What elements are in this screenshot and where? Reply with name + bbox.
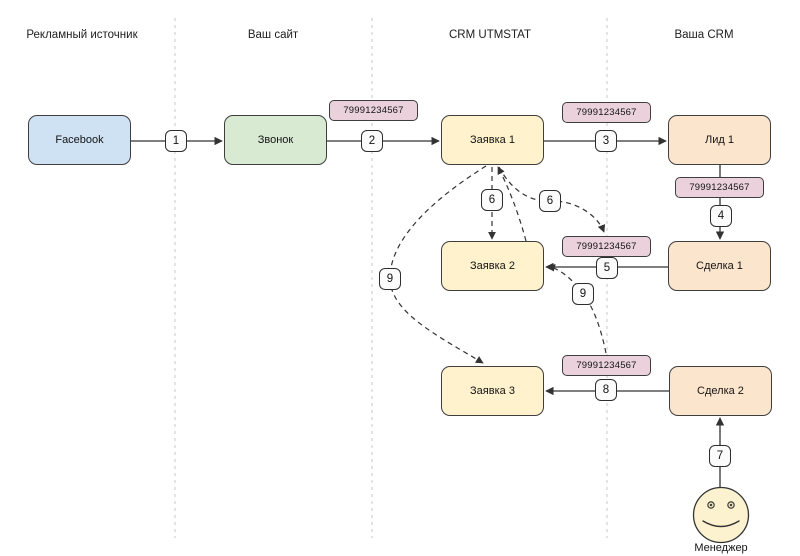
column-header-ad-source: Рекламный источник	[26, 29, 138, 41]
step-badge-9b: 9	[572, 283, 594, 305]
step-badge-6b: 6	[539, 190, 561, 212]
manager-label: Менеджер	[694, 542, 748, 554]
flow-node-lead1: Лид 1	[668, 115, 771, 165]
step-badge-1: 1	[165, 130, 187, 152]
column-header-crm-utmstat: CRM UTMSTAT	[449, 29, 531, 41]
edge-phone8-request2-dashed	[547, 264, 607, 354]
edge-request1-request3-dashed	[389, 165, 487, 364]
flow-node-request1: Заявка 1	[441, 115, 544, 165]
manager-smiley-icon	[692, 486, 750, 544]
flow-node-request2: Заявка 2	[441, 241, 544, 291]
phone-badge-step8: 79991234567	[562, 355, 651, 376]
step-badge-2: 2	[361, 130, 383, 152]
phone-badge-step3: 79991234567	[562, 102, 651, 123]
step-badge-6a: 6	[481, 189, 503, 211]
phone-badge-step2: 79991234567	[329, 100, 418, 121]
column-header-your-site: Ваш сайт	[247, 29, 299, 41]
flow-node-deal2: Сделка 2	[669, 366, 772, 416]
phone-badge-step5: 79991234567	[562, 236, 651, 257]
step-badge-3: 3	[595, 130, 617, 152]
flow-node-facebook: Facebook	[28, 115, 131, 165]
flow-node-call: Звонок	[224, 115, 327, 165]
step-badge-5: 5	[596, 257, 618, 279]
edge-request2-request1-dashed	[497, 166, 527, 242]
step-badge-9a: 9	[379, 268, 401, 290]
flow-node-request3: Заявка 3	[441, 366, 544, 416]
step-badge-8: 8	[595, 379, 617, 401]
step-badge-7: 7	[709, 445, 731, 467]
step-badge-4: 4	[710, 205, 732, 227]
column-header-your-crm: Ваша CRM	[674, 29, 734, 41]
phone-badge-step4: 79991234567	[675, 177, 764, 198]
flow-node-deal1: Сделка 1	[668, 241, 771, 291]
